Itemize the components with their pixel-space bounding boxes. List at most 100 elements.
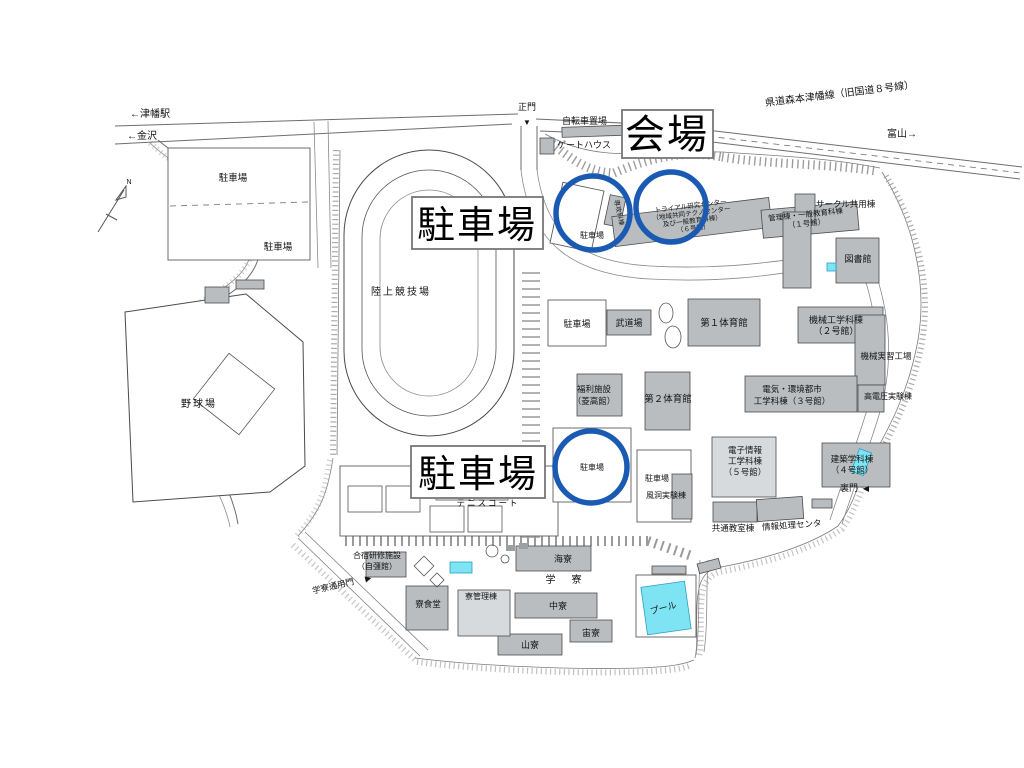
label-parking-south2: 駐車場 (645, 473, 669, 483)
building-library-tower (782, 211, 812, 289)
label-dorm-admin: 寮管理棟 (465, 591, 497, 601)
compass-north: N (97, 179, 132, 233)
label-building6: トライアル研究センター （地域共同テクノセンター 及び一般教育科棟） （６号館） (652, 197, 731, 235)
venue-annotation-label: 会場 (625, 113, 709, 157)
label-lodge-line1: 合宿研修施設 (353, 550, 401, 560)
label-einfo-line1: 電子情報 (728, 445, 763, 455)
mid-parking (547, 299, 607, 347)
label-gym2: 第２体育館 (644, 393, 692, 405)
label-welfare-line2: （菱高館） (573, 396, 616, 406)
parking-annotation-south: 駐車場 (410, 445, 546, 499)
label-tennis: テニスコート (456, 498, 519, 508)
building-lodge (365, 551, 407, 578)
building-dorm-yama (497, 633, 563, 656)
highlight-circle-parking-gate (553, 173, 633, 253)
map-labels: ←津幡駅 ←金沢 県道森本津幡線（旧国道８号線） 富山→ 正門 ▼ 自転車置場 … (127, 78, 917, 650)
pond-library (826, 262, 837, 272)
building-library (835, 237, 880, 284)
buildings (204, 124, 891, 656)
building-workshop (854, 314, 886, 386)
label-dorm-naka: 中寮 (549, 600, 567, 611)
label-main-gate: 正門 (518, 102, 536, 112)
building-dorm-sora (569, 619, 613, 643)
label-highvolt: 高電圧実験棟 (864, 391, 912, 401)
label-arch-line2: （４号館） (831, 465, 874, 475)
pond-backgate (850, 448, 873, 477)
parking-annotation-north-label: 駐車場 (417, 205, 537, 247)
annotation-overlays: 会場 駐車場 駐車場 (410, 109, 714, 506)
label-dorm-sora: 宙寮 (582, 627, 600, 638)
label-parking-nw1: 駐車場 (219, 172, 248, 184)
highlight-circle-parking-south (552, 428, 630, 506)
label-elec-line1: 電気・環境都市 (762, 384, 822, 394)
building-nw-1 (204, 286, 230, 304)
label-mech-line2: （２号館） (813, 325, 858, 336)
building-gym2 (644, 371, 691, 431)
label-lodge-line2: （自彊館） (357, 561, 397, 571)
label-budokan: 武道場 (615, 317, 642, 328)
building-dorm-umi (515, 545, 592, 572)
label-arch-line1: 建築学科棟 (831, 454, 874, 464)
label-parking-south1: 駐車場 (580, 462, 604, 472)
building-budokan (606, 309, 652, 336)
garden-circle-2 (500, 554, 510, 564)
building-nw-2 (235, 279, 265, 290)
building-cafeteria (405, 585, 449, 631)
garden-circle-1 (485, 544, 499, 558)
building-info-center (755, 495, 805, 523)
label-info-center: 情報処理センタ (762, 518, 822, 532)
tree-1 (658, 302, 674, 324)
baseball-field (124, 293, 306, 503)
building-welfare (576, 373, 623, 417)
label-einfo-line2: 工学科棟 (728, 456, 763, 466)
venue-annotation: 会場 (621, 109, 714, 159)
highlight-circle-venue-building (633, 169, 709, 245)
building-dorm-admin (457, 589, 511, 637)
tree-2 (664, 325, 682, 349)
label-parking-mid: 駐車場 (563, 318, 590, 329)
pool-area (635, 557, 722, 638)
label-baseball-field: 野球場 (181, 397, 217, 410)
label-gatehouse: ゲートハウス (557, 139, 611, 150)
label-circle-common: サークル共用棟 (816, 199, 876, 209)
compass-n-label: N (126, 179, 131, 186)
label-athletics-field: 陸上競技場 (371, 285, 431, 298)
label-windtunnel: 風洞実験棟 (646, 490, 686, 500)
garden-pond (449, 561, 473, 574)
garden-table-2 (519, 543, 528, 549)
label-parking-nw2: 駐車場 (264, 241, 293, 253)
label-common-classroom: 共通教室棟 (712, 523, 755, 533)
parking-annotation-north: 駐車場 (411, 196, 544, 250)
label-gym1: 第１体育館 (700, 317, 748, 329)
building-small-annex (811, 498, 833, 509)
building-gatehouse (539, 137, 555, 155)
label-dorm-umi: 海寮 (554, 553, 572, 564)
nw-parking (167, 147, 311, 261)
building-gym1 (687, 298, 761, 347)
main-gate-arrow-icon: ▼ (523, 118, 531, 127)
building-windtunnel (671, 473, 693, 520)
label-welfare-line1: 福利施設 (577, 384, 612, 394)
label-bicycle-parking: 自転車置場 (562, 115, 607, 126)
label-cafeteria: 寮食堂 (415, 599, 441, 609)
building-common-classroom (712, 501, 758, 523)
label-tsubata-station: ←津幡駅 (130, 107, 170, 120)
building-dorm-naka (514, 592, 598, 619)
garden-table-1 (506, 545, 515, 551)
label-dorm-yama: 山寮 (521, 639, 539, 650)
building-highvolt (857, 384, 885, 413)
label-library: 図書館 (844, 253, 871, 264)
label-mech-line1: 機械工学科棟 (809, 314, 863, 325)
label-einfo-line3: （５号館） (724, 467, 767, 477)
building-einfo (711, 436, 777, 498)
label-kanazawa: ←金沢 (127, 129, 157, 142)
building-elec (744, 375, 858, 413)
label-elec-line2: 工学科棟（３号館） (754, 396, 831, 406)
label-gakuryo: 学 寮 (546, 573, 585, 586)
backgate-arrow-icon: ◀ (863, 484, 870, 493)
garden-diamond-1 (413, 555, 435, 577)
dorm-gate-arrow-icon: ▶ (364, 573, 373, 583)
garden-diamond-2 (429, 572, 445, 588)
